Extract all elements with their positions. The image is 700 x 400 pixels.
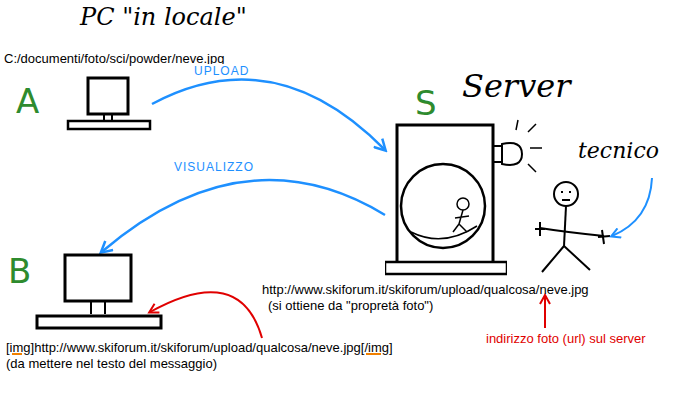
technician-figure: [535, 182, 610, 272]
arrow-label: VISUALIZZO: [172, 160, 256, 174]
text-label: [/img]: [361, 340, 393, 355]
leader-arrow: [544, 296, 546, 328]
arrow-label: UPLOAD: [192, 64, 251, 78]
machine-node: A: [66, 76, 152, 132]
handwritten-label: Server: [462, 68, 570, 105]
text-label: indirizzo foto (url) sul server: [486, 332, 646, 347]
handwritten-label: PC "in locale": [80, 4, 247, 32]
node-letter: S: [415, 86, 437, 120]
flow-arrow: [152, 80, 385, 150]
server-light: [492, 120, 542, 172]
text-label: [img]: [6, 340, 34, 355]
text-label: (si ottiene da "propretà foto"): [268, 299, 433, 314]
node-letter: A: [16, 84, 39, 118]
machine-shape: [66, 76, 152, 132]
node-letter: B: [8, 254, 31, 288]
machine-shape: [385, 122, 507, 277]
machine-node: B: [35, 252, 163, 332]
leader-arrow: [150, 292, 262, 338]
flow-arrow: [102, 180, 385, 252]
text-label: http://www.skiforum.it/skiforum/upload/q…: [34, 340, 361, 355]
text-row: [img]http://www.skiforum.it/skiforum/upl…: [6, 341, 393, 356]
text-label: http://www.skiforum.it/skiforum/upload/q…: [262, 283, 589, 298]
machine-node: S: [385, 122, 507, 277]
text-label: (da mettere nel testo del messaggio): [6, 357, 217, 372]
machine-shape: [35, 252, 163, 332]
handwritten-label: tecnico: [578, 138, 659, 163]
leader-arrow: [612, 178, 652, 236]
